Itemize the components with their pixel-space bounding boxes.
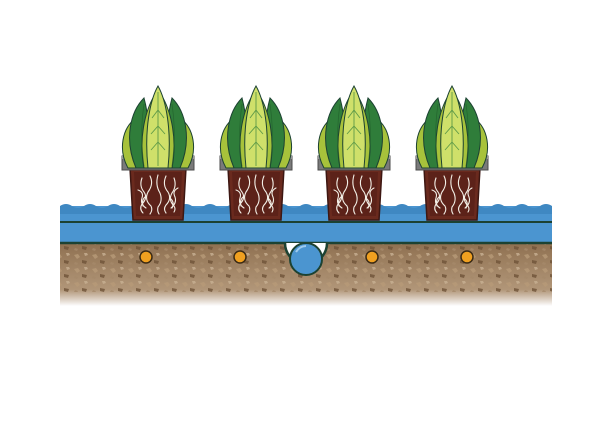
- drain-holes: [139, 250, 474, 264]
- roots: [137, 174, 179, 215]
- leaf-veins: [346, 92, 362, 166]
- roots: [431, 174, 473, 215]
- drain-hole: [365, 250, 379, 264]
- potted-plant: [121, 84, 195, 221]
- pot-soil: [134, 172, 182, 216]
- leaf-veins: [150, 92, 166, 166]
- roots: [333, 174, 375, 215]
- potted-plant: [317, 84, 391, 221]
- pot-soil: [330, 172, 378, 216]
- roots: [235, 174, 277, 215]
- pot-soil: [428, 172, 476, 216]
- potted-plants: [121, 84, 489, 221]
- drain-hole: [233, 250, 247, 264]
- potted-plant: [415, 84, 489, 221]
- plant-leaves: [219, 84, 293, 169]
- plant-leaves: [415, 84, 489, 169]
- drain-hole: [139, 250, 153, 264]
- pot-soil: [232, 172, 280, 216]
- drain-pipe: [283, 242, 329, 276]
- potted-plant: [219, 84, 293, 221]
- drain-hole: [460, 250, 474, 264]
- leaf-veins: [248, 92, 264, 166]
- leaf-veins: [444, 92, 460, 166]
